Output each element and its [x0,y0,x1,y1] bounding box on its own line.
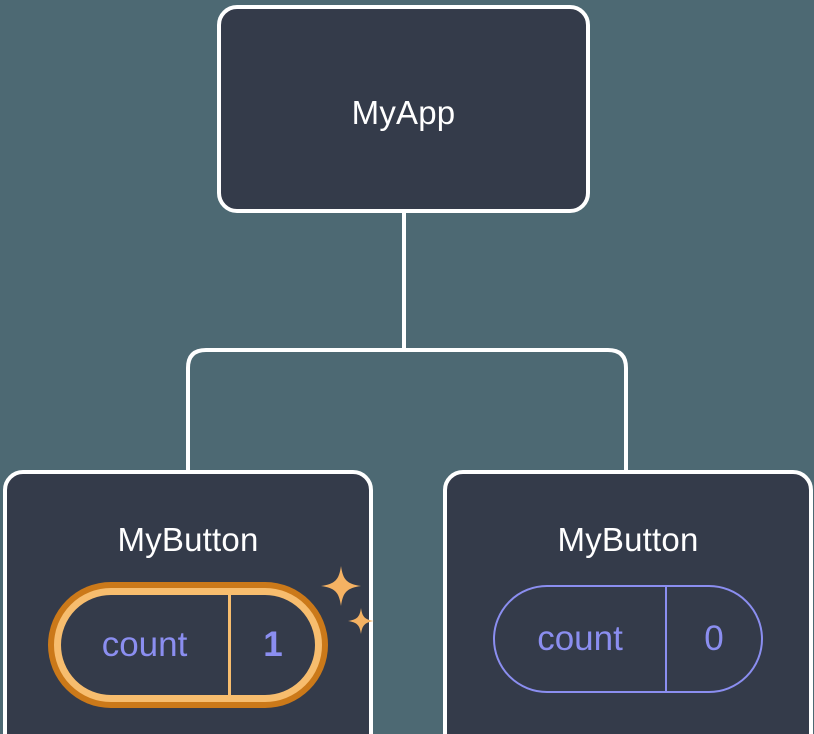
edge-split-bar [186,348,628,470]
state-pill-left-value: 1 [263,625,283,664]
node-mybutton-right-label: MyButton [557,521,699,558]
node-mybutton-left-label: MyButton [117,521,259,558]
node-myapp-label: MyApp [351,94,456,131]
state-pill-right-value: 0 [704,619,724,658]
state-pill-left-key: count [61,595,231,695]
state-pill-right[interactable]: count 0 [493,585,763,693]
node-myapp[interactable]: MyApp [217,5,590,213]
state-pill-left-highlight-ring: count 1 [48,582,328,708]
state-pill-right-key: count [495,587,667,691]
state-pill-left[interactable]: count 1 [54,588,322,702]
node-mybutton-right[interactable]: MyButton count 0 [443,470,813,734]
state-pill-right-wrap: count 0 [447,585,809,693]
state-pill-left-wrap: count 1 [7,582,369,708]
node-mybutton-left[interactable]: MyButton count 1 [3,470,374,734]
